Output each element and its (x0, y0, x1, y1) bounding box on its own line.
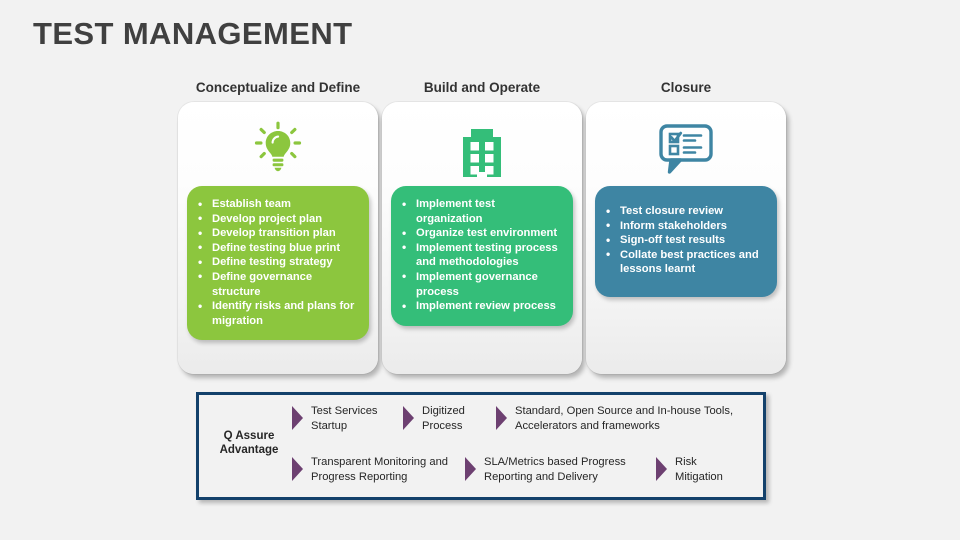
advantage-item-label: Digitized Process (422, 405, 465, 432)
list-item: Establish team (196, 197, 360, 212)
phase-items-box: Test closure review Inform stakeholders … (595, 186, 777, 297)
arrow-right-icon (656, 457, 667, 481)
arrow-right-icon (403, 406, 414, 430)
page-title: TEST MANAGEMENT (33, 16, 353, 51)
arrow-right-icon (465, 457, 476, 481)
advantage-item-label: SLA/Metrics based Progress Reporting and… (484, 456, 626, 483)
advantage-item: Transparent Monitoring and Progress Repo… (291, 455, 456, 484)
advantage-item: Standard, Open Source and In-house Tools… (495, 404, 745, 433)
building-icon (391, 118, 573, 180)
advantage-item-label: Transparent Monitoring and Progress Repo… (311, 456, 449, 483)
phase-column-build-and-operate: Build and Operate (382, 80, 582, 374)
list-item: Inform stakeholders (604, 218, 768, 234)
list-item: Define governance structure (196, 269, 360, 299)
list-item: Implement governance process (400, 269, 564, 299)
list-item: Develop project plan (196, 211, 360, 227)
list-item: Sign-off test results (604, 233, 768, 248)
arrow-right-icon (496, 406, 507, 430)
advantage-panel-label: Q Assure Advantage (219, 430, 279, 456)
list-item: Define testing strategy (196, 255, 360, 270)
phase-item-list: Implement test organization Organize tes… (400, 196, 564, 314)
list-item: Implement testing process and methodolog… (400, 240, 564, 270)
phase-column-closure: Closure Test closure review Inform stake… (586, 80, 786, 374)
phase-items-box: Establish team Develop project plan Deve… (187, 186, 369, 341)
list-item: Implement test organization (400, 196, 564, 226)
phase-items-box: Implement test organization Organize tes… (391, 186, 573, 326)
phase-item-list: Test closure review Inform stakeholders … (604, 204, 768, 277)
phase-header: Build and Operate (423, 80, 541, 95)
phase-header: Conceptualize and Define (195, 80, 361, 95)
list-item: Define testing blue print (196, 240, 360, 256)
list-item: Organize test environment (400, 226, 564, 241)
phase-column-conceptualize-and-define: Conceptualize and Define (178, 80, 378, 374)
advantage-item: Digitized Process (402, 404, 490, 433)
advantage-item-label: Risk Mitigation (675, 456, 723, 483)
list-item: Implement review process (400, 299, 564, 314)
phase-card: Test closure review Inform stakeholders … (586, 102, 786, 374)
phase-card: Establish team Develop project plan Deve… (178, 102, 378, 374)
checklist-speech-bubble-icon (595, 118, 777, 180)
phase-item-list: Establish team Develop project plan Deve… (196, 197, 360, 328)
arrow-right-icon (292, 406, 303, 430)
arrow-right-icon (292, 457, 303, 481)
list-item: Develop transition plan (196, 226, 360, 241)
advantage-item-label: Standard, Open Source and In-house Tools… (515, 405, 734, 432)
phase-header: Closure (660, 80, 712, 95)
q-assure-advantage-panel: Q Assure Advantage Test Services Startup… (196, 392, 766, 500)
advantage-item: Risk Mitigation (655, 455, 745, 484)
lightbulb-icon (187, 118, 369, 180)
advantage-item: Test Services Startup (291, 404, 396, 433)
advantage-item: SLA/Metrics based Progress Reporting and… (464, 455, 649, 484)
list-item: Collate best practices and lessons learn… (604, 247, 768, 277)
list-item: Test closure review (604, 204, 768, 219)
list-item: Identify risks and plans for migration (196, 299, 360, 328)
advantage-item-label: Test Services Startup (311, 405, 378, 432)
phase-card: Implement test organization Organize tes… (382, 102, 582, 374)
